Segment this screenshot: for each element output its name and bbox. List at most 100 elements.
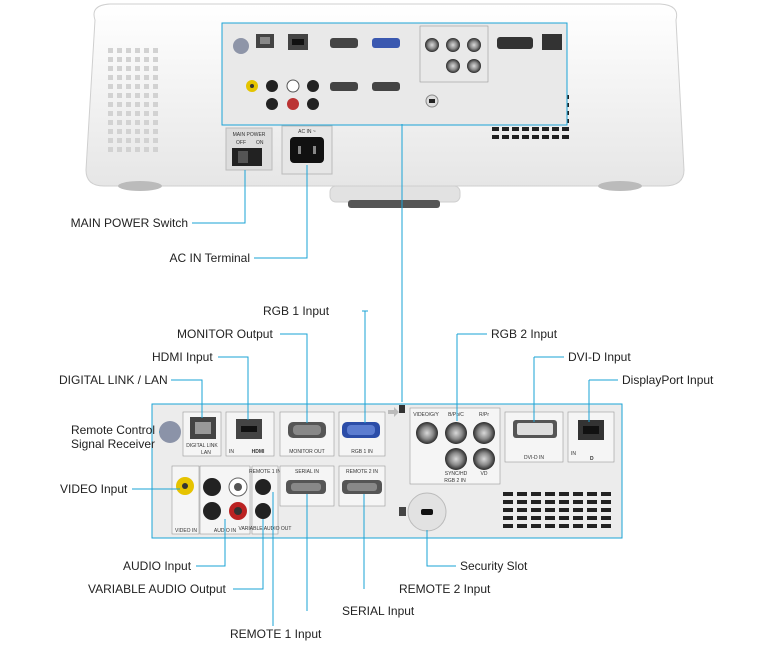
bnc-vd xyxy=(473,448,495,470)
vent-slot xyxy=(117,75,122,80)
vent-slot xyxy=(144,102,149,107)
vent-slot xyxy=(531,508,541,512)
label-remote-control-line1: Remote Control xyxy=(70,423,155,437)
vent-slot xyxy=(126,66,131,71)
vent-slot xyxy=(135,111,140,116)
vent-slot xyxy=(108,129,113,134)
label-hdmi-input: HDMI Input xyxy=(152,350,213,364)
vent-slot xyxy=(562,135,569,139)
vent-slot xyxy=(153,66,158,71)
top-connector-panel xyxy=(221,22,568,126)
main-power-switch-area: MAIN POWER OFF ON xyxy=(225,127,273,171)
remote1-in-text: REMOTE 1 IN xyxy=(249,469,281,475)
lock-icon xyxy=(399,507,406,516)
vent-slot xyxy=(522,135,529,139)
remote2-in-text: REMOTE 2 IN xyxy=(346,469,378,475)
label-rgb1-input: RGB 1 Input xyxy=(263,304,330,318)
vent-slot xyxy=(512,127,519,131)
vent-slot xyxy=(545,500,555,504)
vent-slot xyxy=(117,147,122,152)
ac-inlet xyxy=(290,137,324,163)
vent-slot xyxy=(117,93,122,98)
vent-slot xyxy=(517,516,527,520)
audio-r-jack-1 xyxy=(203,502,221,520)
vent-slot xyxy=(117,111,122,116)
vent-slot xyxy=(517,524,527,528)
dvi-d-in-text: DVI-D IN xyxy=(524,455,544,461)
label-serial-input: SERIAL Input xyxy=(342,604,415,618)
vent-slot xyxy=(545,508,555,512)
label-security-slot: Security Slot xyxy=(460,559,528,573)
vent-slot xyxy=(153,138,158,143)
vent-slot xyxy=(108,93,113,98)
vent-slot xyxy=(545,516,555,520)
label-main-power-switch: MAIN POWER Switch xyxy=(70,216,188,230)
vent-slot xyxy=(492,135,499,139)
vent-slot xyxy=(117,102,122,107)
label-monitor-output: MONITOR Output xyxy=(177,327,273,341)
vent-slot xyxy=(542,127,549,131)
vent-slot xyxy=(601,524,611,528)
dp-in-text: IN xyxy=(571,451,576,457)
vent-slot xyxy=(117,120,122,125)
vent-slot xyxy=(135,138,140,143)
variable-audio-out-text: VARIABLE AUDIO OUT xyxy=(239,526,292,532)
vent-slot xyxy=(144,66,149,71)
lan-text: LAN xyxy=(201,450,211,456)
off-text: OFF xyxy=(236,140,246,146)
vent-slot xyxy=(531,500,541,504)
label-remote-control-line2: Signal Receiver xyxy=(70,437,155,451)
vent-slot xyxy=(153,111,158,116)
vent-slot xyxy=(503,492,513,496)
vent-slot xyxy=(144,120,149,125)
rgb1-in-text: RGB 1 IN xyxy=(351,449,373,455)
vent-slot xyxy=(502,127,509,131)
vent-slot xyxy=(144,93,149,98)
vent-slot xyxy=(512,135,519,139)
vent-slot xyxy=(117,84,122,89)
vent-slot xyxy=(126,111,131,116)
vent-slot xyxy=(108,84,113,89)
vent-slot xyxy=(126,147,131,152)
remote1-jack xyxy=(255,479,271,495)
vent-slot xyxy=(587,516,597,520)
vent-slot xyxy=(144,57,149,62)
vent-slot xyxy=(587,500,597,504)
vd-text: VD xyxy=(481,471,488,477)
vent-slot xyxy=(503,508,513,512)
vent-slot xyxy=(559,492,569,496)
vent-slot xyxy=(144,138,149,143)
enlarged-connector-panel: DIGITAL LINK LAN IN HDMI MONITOR OUT RGB… xyxy=(151,403,623,539)
variable-audio-jack xyxy=(255,503,271,519)
vent-slot xyxy=(153,75,158,80)
security-slot xyxy=(421,509,433,515)
vent-slot xyxy=(108,75,113,80)
vent-slot xyxy=(573,516,583,520)
ac-in-text: AC IN ~ xyxy=(298,129,316,135)
label-dvi-d-input: DVI-D Input xyxy=(568,350,631,364)
svg-text:D: D xyxy=(590,456,594,462)
vent-slot xyxy=(126,57,131,62)
vent-slot xyxy=(135,120,140,125)
vent-slot xyxy=(522,127,529,131)
label-video-input: VIDEO Input xyxy=(60,482,128,496)
serial-in-text: SERIAL IN xyxy=(295,469,319,475)
bnc-b-pb xyxy=(445,422,467,444)
vent-slot xyxy=(587,492,597,496)
vent-slot xyxy=(545,524,555,528)
vent-slot xyxy=(117,138,122,143)
small-lock-icon xyxy=(399,405,405,413)
vent-slot xyxy=(587,524,597,528)
vent-slot xyxy=(559,500,569,504)
vent-slot xyxy=(144,129,149,134)
vent-slot xyxy=(108,66,113,71)
vent-slot xyxy=(552,127,559,131)
audio-l-jack-1 xyxy=(203,478,221,496)
monitor-out-text: MONITOR OUT xyxy=(289,449,324,455)
digital-link-text: DIGITAL LINK xyxy=(186,443,218,449)
vent-slot xyxy=(144,147,149,152)
video-g-y-text: VIDEO/G/Y xyxy=(413,412,439,418)
vent-slot xyxy=(517,492,527,496)
vent-slot xyxy=(117,57,122,62)
vent-slot xyxy=(126,75,131,80)
